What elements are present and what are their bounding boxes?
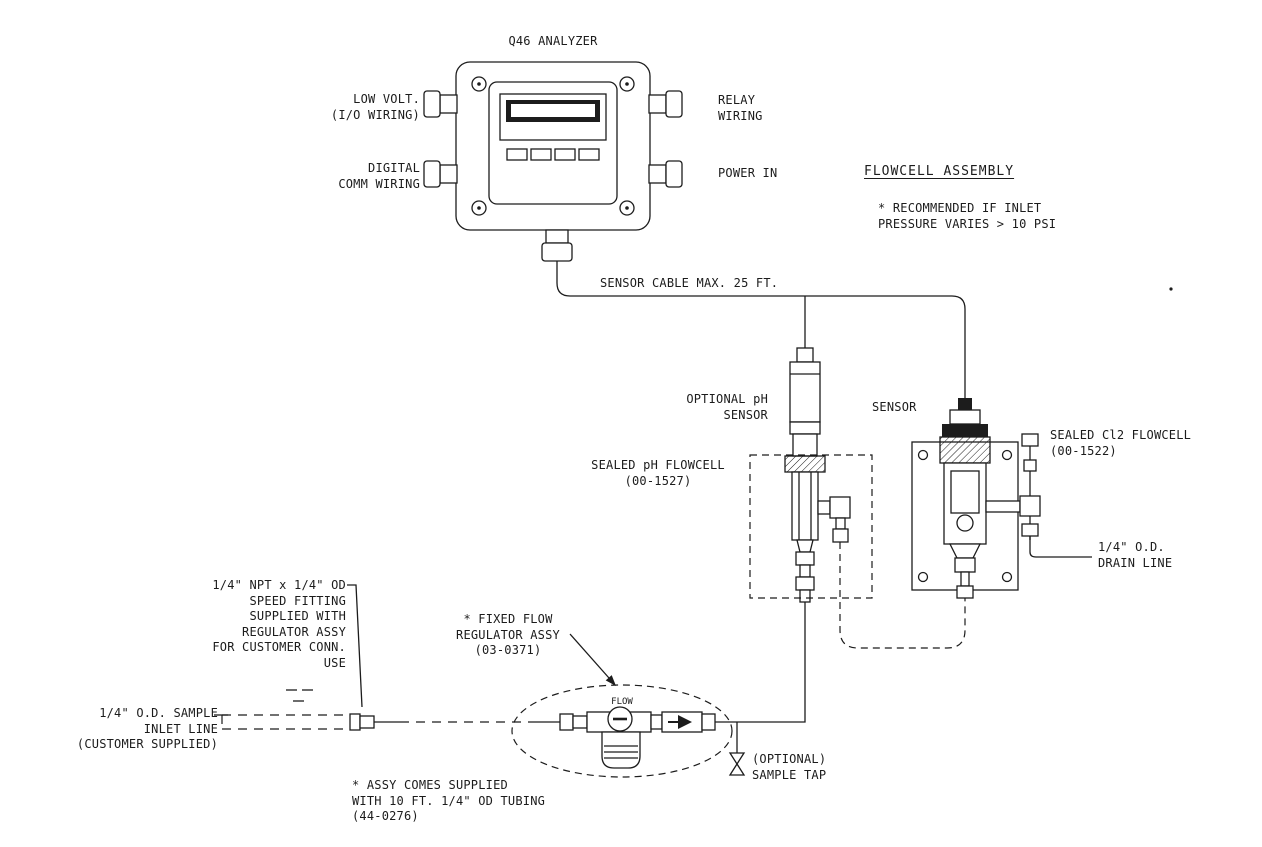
drain-line-pipe (1029, 536, 1092, 558)
customer-inlet-tube (214, 689, 350, 730)
analyzer-display (499, 93, 607, 161)
sample-tap-valve (728, 722, 746, 776)
label-sample-tap: (OPTIONAL) SAMPLE TAP (752, 752, 827, 782)
cl2-flowcell-assembly (911, 398, 1092, 599)
interconnect-tube (839, 542, 966, 649)
label-assy-note: * ASSY COMES SUPPLIED WITH 10 FT. 1/4" O… (352, 778, 546, 824)
regulator-assembly (374, 684, 733, 778)
label-sensor: SENSOR (872, 400, 917, 414)
ph-flowcell-boundary (749, 454, 873, 599)
check-valve (650, 711, 716, 733)
label-speed-fitting: 1/4" NPT x 1/4" OD SPEED FITTING SUPPLIE… (212, 578, 346, 670)
label-drain-line: 1/4" O.D. DRAIN LINE (1098, 540, 1173, 570)
sensor-cable-line (556, 261, 966, 398)
analyzer-enclosure (455, 61, 651, 231)
label-low-volt: LOW VOLT. (I/O WIRING) (330, 92, 420, 122)
stray-dot (1169, 287, 1173, 291)
label-sealed-cl2: SEALED Cl2 FLOWCELL (00-1522) (1050, 428, 1192, 458)
analyzer-title: Q46 ANALYZER (508, 34, 598, 48)
leader-lines (347, 584, 616, 708)
cable-glands (423, 90, 683, 262)
ph-sensor-assembly (784, 347, 851, 603)
sample-riser-line (715, 602, 806, 723)
label-power-in: POWER IN (718, 166, 778, 180)
speed-fitting (349, 713, 375, 731)
flowcell-heading: FLOWCELL ASSEMBLY (864, 164, 1015, 179)
label-sample-inlet: 1/4" O.D. SAMPLE INLET LINE (CUSTOMER SU… (76, 706, 218, 752)
flowcell-note: * RECOMMENDED IF INLET PRESSURE VARIES >… (878, 201, 1057, 231)
label-digital-comm: DIGITAL COMM WIRING (338, 161, 420, 191)
label-sealed-ph: SEALED pH FLOWCELL (00-1527) (591, 458, 725, 488)
label-optional-ph: OPTIONAL pH SENSOR (686, 392, 768, 422)
label-sensor-cable: SENSOR CABLE MAX. 25 FT. (600, 276, 779, 290)
label-fixed-flow: * FIXED FLOW REGULATOR ASSY (03-0371) (456, 612, 560, 658)
label-relay-wiring: RELAY WIRING (718, 93, 763, 123)
label-flow: FLOW (611, 697, 633, 707)
